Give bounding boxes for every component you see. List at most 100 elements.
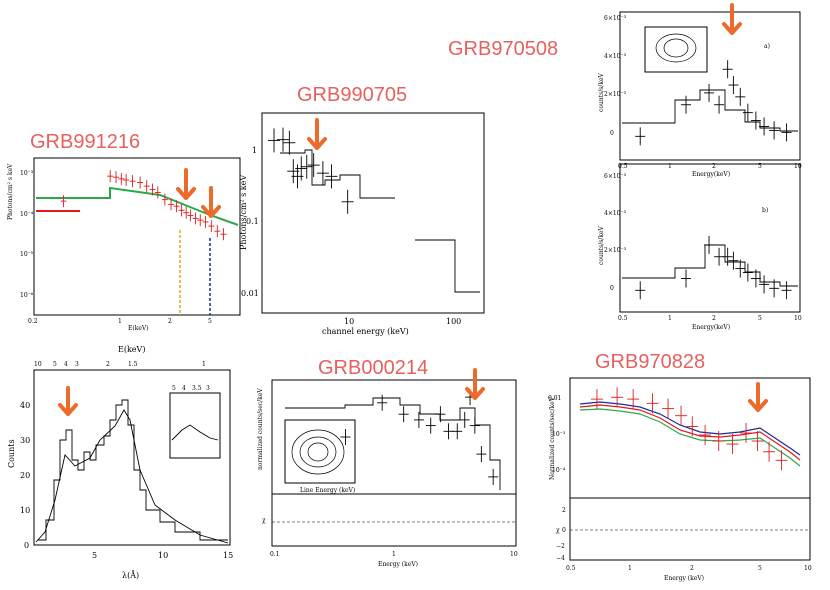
ytick-grb970508a-2: 2×10⁻³: [604, 91, 627, 98]
xtick-grb970508b-2: 2: [712, 315, 716, 322]
points-grb990705: [268, 127, 354, 214]
xlabel-grb000214: Energy (keV): [378, 561, 418, 568]
contour-outer: [655, 33, 697, 63]
model-counts-lambda: [35, 409, 229, 544]
ytick-grb970508a-3: 0: [610, 130, 614, 137]
xtick-grb991216-2: 2: [168, 318, 172, 325]
panel-counts-lambda: 5 4 3.5 3 Counts λ(Å) E(keV) 0 10 20 30 …: [7, 345, 233, 580]
ytick-counts-1: 10: [20, 506, 30, 515]
ytick-grb970508a-1: 4×10⁻³: [604, 53, 627, 60]
ytick-grb990705-1: 0.1: [246, 217, 259, 226]
ytick-grb991216-3: 10⁻⁶: [20, 292, 34, 299]
xtick-grb991216-3: 5: [208, 318, 212, 325]
xlabel-grb991216: E(keV): [128, 325, 149, 332]
ytick-grb970828-1: 10⁻³: [552, 431, 566, 438]
xtick-lambda-2: 15: [223, 551, 233, 560]
rtick-grb970828-3: −4: [556, 555, 565, 562]
ytick-grb970828-0: 0.01: [548, 395, 561, 402]
inset-tick-1: 4: [182, 385, 186, 392]
points-grb970828: [590, 387, 788, 471]
xtick-grb970828-2: 2: [690, 565, 694, 572]
xlabel-grb970508a: Energy(keV): [692, 171, 730, 178]
xtick-grb991216-1: 1: [118, 318, 122, 325]
xtick-grb970828-1: 1: [628, 565, 632, 572]
points-grb970508b: [635, 235, 792, 300]
xtick-grb970508b-1: 1: [668, 315, 672, 322]
data-counts-lambda: [38, 399, 228, 541]
residual-label-grb970828: χ: [556, 527, 560, 534]
frame-grb991216: [33, 157, 241, 316]
title-grb990705: GRB990705: [297, 84, 407, 106]
title-grb970508: GRB970508: [448, 38, 558, 60]
xtick-grb970508a-0: 0.5: [618, 163, 628, 170]
panel-grb970508a: a) counts/s/keV 6×10⁻³ 4×10⁻³ 2×10⁻³ 0 0…: [598, 3, 802, 178]
arrow-grb970828: [748, 382, 768, 412]
model-grb970508a: [622, 89, 798, 132]
xtick-grb000214-0: 0.1: [270, 551, 280, 558]
top-tick-3: 3: [75, 361, 79, 368]
xlabel-grb990705: channel energy (keV): [322, 327, 409, 336]
xtick-grb991216-0: 0.2: [28, 318, 38, 325]
frame-grb990705: [261, 112, 485, 314]
inset-grb970508a: [644, 26, 708, 73]
xtick-grb000214-2: 10: [510, 551, 518, 558]
title-grb970828: GRB970828: [595, 351, 705, 373]
ylabel-grb970508b: counts/s/keV: [598, 226, 605, 266]
ytick-grb991216-2: 10⁻⁵: [20, 251, 34, 258]
ytick-grb991216-0: 10⁻³: [20, 170, 34, 177]
contour-b: [299, 436, 337, 468]
points-grb000214: [340, 389, 499, 485]
xtick-grb970508a-3: 5: [758, 163, 762, 170]
ytick-grb970508b-1: 4×10⁻³: [604, 210, 627, 217]
inset-grb000214: [284, 419, 356, 484]
contour-inner: [663, 38, 689, 58]
panel-grb970508b: b) counts/s/keV 6×10⁻³ 4×10⁻³ 2×10⁻³ 0 0…: [598, 163, 802, 331]
model-grb990705: [280, 149, 395, 199]
ylabel-grb970828: Normalized counts/sec/keV: [549, 396, 556, 480]
model-blue-grb970828: [579, 401, 801, 456]
top-axis-label: E(keV): [118, 345, 145, 354]
residual-frame-grb970828: [569, 497, 811, 561]
xlabel-grb970828: Energy (keV): [664, 575, 704, 582]
inset-tick-2: 3.5: [192, 385, 202, 392]
xtick-grb000214-1: 1: [392, 551, 396, 558]
panel-grb970828: Normalized counts/sec/keV 0.01 10⁻³ 10⁻⁴…: [548, 377, 812, 582]
panel-grb991216: Photons/cm² s keV E(keV) 10⁻³ 10⁻⁴ 10⁻⁵ …: [7, 157, 241, 332]
top-tick-2: 4: [64, 361, 68, 368]
ytick-grb970508b-2: 2×10⁻³: [604, 247, 627, 254]
ytick-grb991216-1: 10⁻⁴: [20, 211, 34, 218]
model-green-grb991216: [36, 186, 239, 226]
panel-grb990705: Photons/cm² s keV channel energy (keV) 1…: [239, 112, 485, 336]
xtick-grb970828-0: 0.5: [566, 565, 576, 572]
ytick-counts-0: 0: [24, 541, 29, 550]
panel-tag-b: b): [762, 207, 768, 214]
contour-c: [291, 429, 345, 475]
rtick-grb970828-0: 2: [562, 507, 566, 514]
xtick-grb970508a-2: 2: [712, 163, 716, 170]
xtick-grb970508a-4: 10: [794, 163, 802, 170]
ytick-counts-3: 30: [20, 436, 30, 445]
residual-frame-grb000214: [271, 493, 517, 547]
title-grb991216: GRB991216: [30, 131, 140, 153]
xtick-grb970828-4: 10: [804, 565, 812, 572]
points-grb991216: [60, 170, 227, 241]
frame-counts-lambda: [33, 369, 231, 546]
xtick-grb970828-3: 5: [758, 565, 762, 572]
model-green-grb970828: [579, 408, 801, 467]
ytick-grb970508a-0: 6×10⁻³: [604, 15, 627, 22]
ytick-grb970508b-0: 6×10⁻³: [604, 173, 627, 180]
xtick-grb990705-1: 100: [446, 317, 461, 326]
xtick-grb970508b-0: 0.5: [618, 315, 628, 322]
arrow-grb000214: [465, 368, 485, 400]
xtick-grb970508b-4: 10: [794, 315, 802, 322]
rtick-grb970828-1: 0: [562, 527, 566, 534]
xtick-grb970508b-3: 5: [758, 315, 762, 322]
ylabel-grb970508a: counts/s/keV: [598, 73, 605, 113]
arrow-grb990705: [307, 118, 327, 150]
ytick-grb970828-2: 10⁻⁴: [552, 467, 566, 474]
ytick-grb990705-0: 1: [252, 146, 257, 155]
arrow-grb991216-2: [201, 186, 221, 218]
model-grb970508b: [622, 244, 798, 287]
